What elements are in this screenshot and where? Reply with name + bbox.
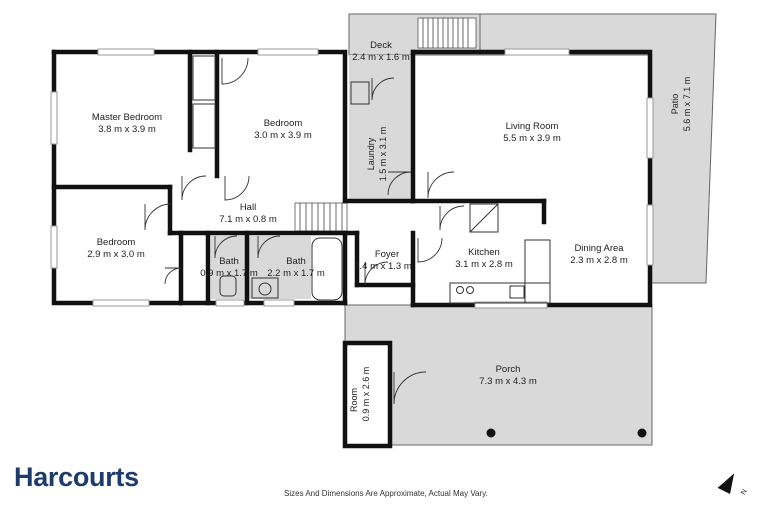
laundry-name: Laundry: [366, 137, 376, 170]
wardrobe: [192, 55, 216, 101]
deck-stairs: [417, 17, 477, 49]
disclaimer-text: Sizes And Dimensions Are Approximate, Ac…: [284, 489, 488, 498]
room-labels: Deck 2.4 m x 1.6 m Master Bedroom 3.8 m …: [87, 40, 692, 421]
basin: [258, 282, 272, 296]
wardrobe: [192, 103, 216, 149]
bath1-floor: [211, 236, 247, 299]
kitchen-dims: 3.1 m x 2.8 m: [455, 259, 513, 270]
porch-posts: [486, 428, 647, 438]
master-dims: 3.8 m x 3.9 m: [98, 124, 156, 135]
vanity: [251, 277, 279, 299]
master-name: Master Bedroom: [92, 112, 162, 123]
fixtures: [192, 55, 551, 304]
deck-dims: 2.4 m x 1.6 m: [352, 52, 410, 63]
bedroom2-name: Bedroom: [97, 237, 136, 248]
bedroom1-dims: 3.0 m x 3.9 m: [254, 130, 312, 141]
room-dims: 0.9 m x 2.6 m: [361, 367, 371, 422]
windows: [50, 48, 654, 309]
hall-stairs: [294, 202, 348, 232]
exterior-areas: [211, 13, 717, 446]
living-name: Living Room: [506, 121, 559, 132]
post: [637, 428, 647, 438]
cooktop: [466, 286, 474, 294]
toilet: [219, 275, 237, 297]
hall-dims: 7.1 m x 0.8 m: [219, 214, 277, 225]
foyer-name: Foyer: [375, 249, 399, 260]
bedroom2-dims: 2.9 m x 3.0 m: [87, 249, 145, 260]
post: [486, 428, 496, 438]
foyer-dims: 2.4 m x 1.3 m: [354, 261, 412, 272]
doors: [144, 57, 465, 405]
deck-name: Deck: [370, 40, 392, 51]
kitchen-name: Kitchen: [468, 247, 500, 258]
bath1-dims: 0.9 m x 1.7 m: [200, 268, 258, 279]
dining-dims: 2.3 m x 2.8 m: [570, 255, 628, 266]
kitchen-island: [524, 239, 551, 304]
sink: [509, 285, 525, 299]
kitchen-bench: [449, 282, 551, 304]
living-dims: 5.5 m x 3.9 m: [503, 133, 561, 144]
bath2-name: Bath: [286, 256, 306, 267]
dining-name: Dining Area: [574, 243, 624, 254]
room-name: Room: [349, 388, 359, 412]
bathtub: [311, 237, 343, 301]
bedroom1-name: Bedroom: [264, 118, 303, 129]
bath2-dims: 2.2 m x 1.7 m: [267, 268, 325, 279]
hall-name: Hall: [240, 202, 256, 213]
patio-dims: 5.6 m x 7.1 m: [682, 77, 692, 132]
cooktop: [456, 286, 464, 294]
compass-icon: N: [717, 473, 749, 496]
bath1-name: Bath: [219, 256, 239, 267]
laundry-dims: 1.5 m x 3.1 m: [378, 127, 388, 182]
laundry-floor: [349, 55, 413, 201]
harcourts-logo: Harcourts: [14, 462, 139, 492]
patio-name: Patio: [670, 94, 680, 115]
compass-label: N: [740, 488, 749, 496]
fridge: [469, 203, 499, 233]
porch-dims: 7.3 m x 4.3 m: [479, 376, 537, 387]
laundry-tub: [350, 81, 370, 105]
porch-name: Porch: [496, 364, 521, 375]
